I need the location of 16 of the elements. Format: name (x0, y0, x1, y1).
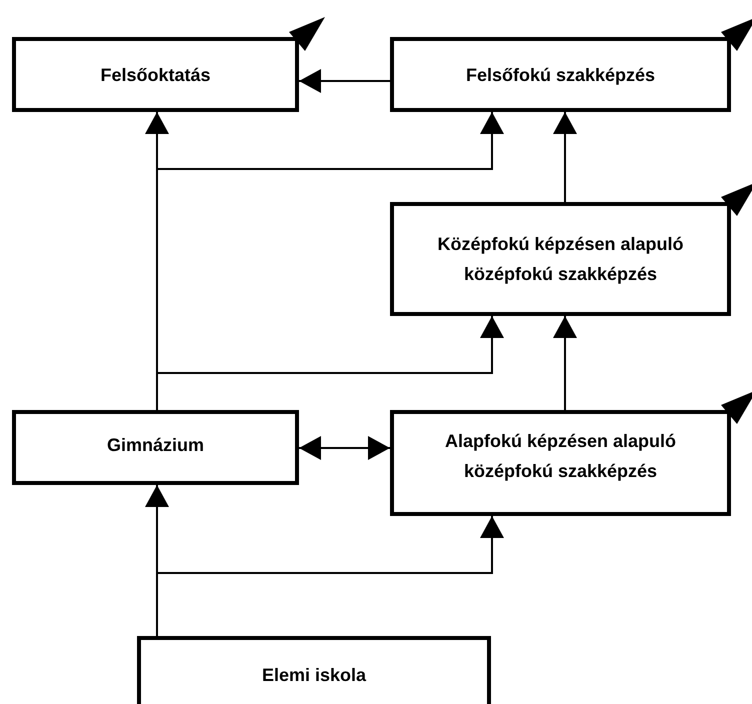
process-box (12, 410, 299, 485)
box-label: Alapfokú képzésen alapuló középfokú szakképzés (444, 430, 678, 483)
arrow (553, 316, 577, 410)
box-label: Felsőoktatás (100, 64, 211, 86)
box-label: Középfokú képzésen alapuló középfokú szakképzés (436, 233, 685, 286)
process-box (390, 410, 731, 516)
box-label: Elemi iskola (262, 664, 366, 687)
process-box (390, 202, 731, 316)
box-label: Gimnázium (106, 434, 204, 457)
arrow (299, 69, 390, 93)
arrow (299, 436, 390, 460)
box-label: Felsőfokú szakképzés (466, 64, 656, 87)
process-box (137, 636, 491, 704)
process-box (12, 37, 299, 112)
process-box (390, 37, 731, 112)
arrow (553, 112, 577, 202)
